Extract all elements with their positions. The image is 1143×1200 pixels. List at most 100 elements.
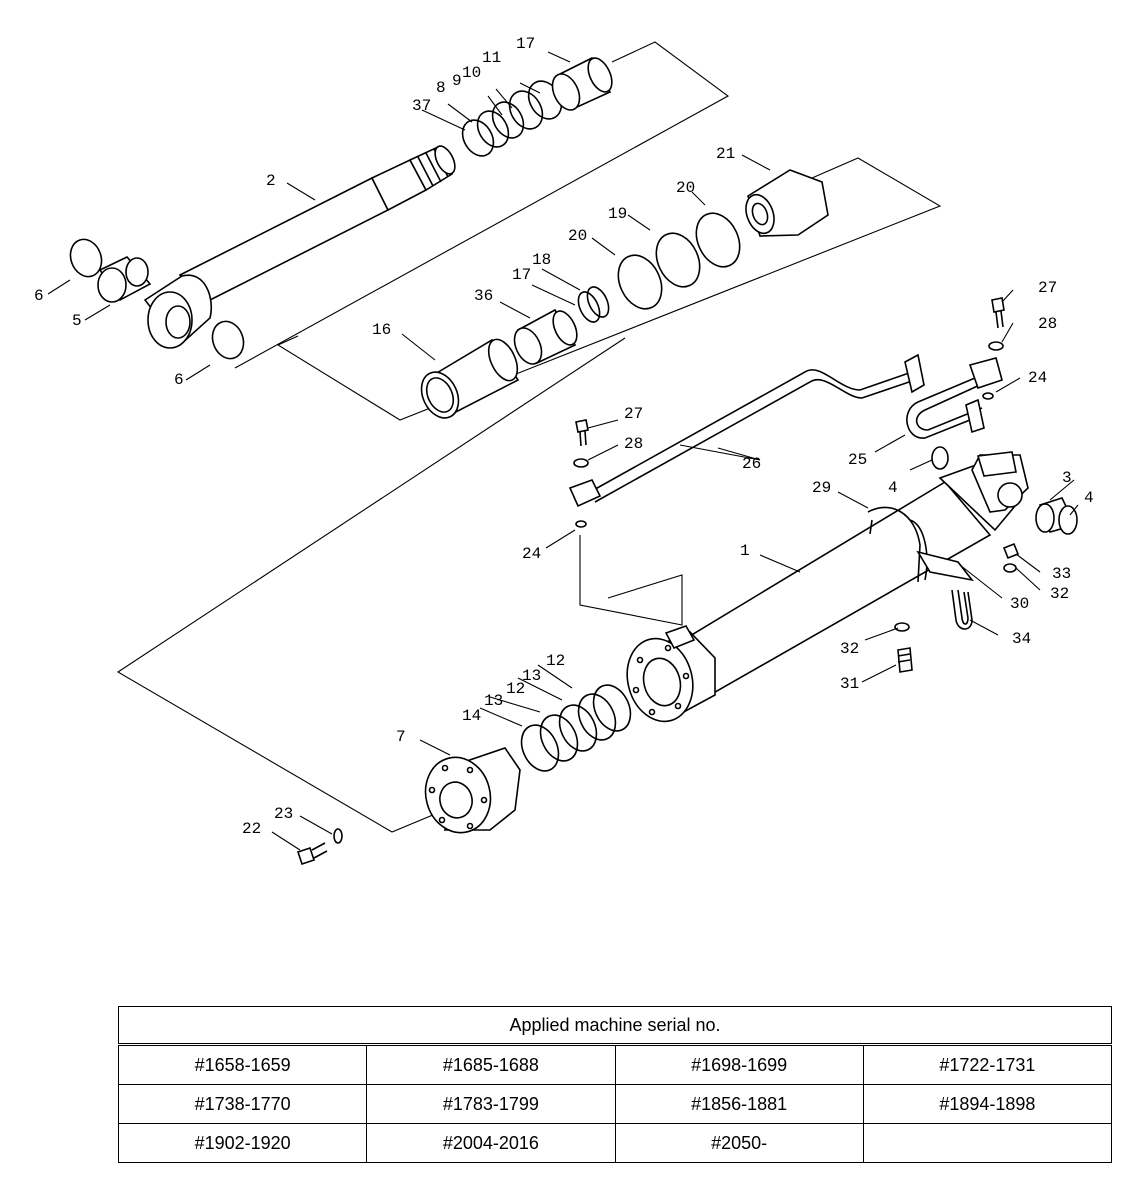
pipe-25-b — [915, 383, 983, 431]
table-header: Applied machine serial no. — [118, 1006, 1112, 1046]
bushing-5 — [97, 256, 152, 303]
callout-32-left: 32 — [840, 640, 859, 658]
flange-25-b — [965, 398, 985, 434]
table-cell: #1698-1699 — [614, 1044, 864, 1085]
table-cell: #1894-1898 — [862, 1084, 1113, 1124]
callout-31: 31 — [840, 675, 859, 693]
callout-9: 9 — [452, 72, 462, 90]
ring-14 — [520, 724, 560, 772]
callout-13-upper: 13 — [522, 667, 541, 685]
callout-24-lower: 24 — [522, 545, 541, 563]
table-cell: #2004-2016 — [366, 1123, 616, 1163]
seal-37 — [461, 119, 495, 157]
leader-lines — [47, 51, 1079, 851]
table-cell: #1658-1659 — [117, 1044, 368, 1085]
washer-32-left — [894, 622, 910, 632]
piston-nut-21 — [745, 169, 829, 237]
callout-23: 23 — [274, 805, 293, 823]
callout-3: 3 — [1062, 469, 1072, 487]
bolt-31 — [897, 647, 913, 673]
table-cell: #1722-1731 — [862, 1044, 1113, 1085]
seal-8 — [476, 110, 510, 148]
callout-10: 10 — [462, 64, 481, 82]
washer-28-upper — [988, 341, 1004, 351]
ring-20-b — [695, 212, 741, 268]
callout-12-lower: 12 — [506, 680, 525, 698]
callout-1: 1 — [740, 542, 750, 560]
seal-9 — [491, 101, 525, 139]
bushing-16 — [420, 338, 520, 419]
ubolt-34 — [951, 589, 973, 630]
flange-25 — [968, 357, 1003, 390]
ring-6-left — [69, 238, 103, 278]
callout-6-right: 6 — [174, 371, 184, 389]
callout-27-upper: 27 — [1038, 279, 1057, 297]
callout-4-left: 4 — [888, 479, 898, 497]
callout-28-upper: 28 — [1038, 315, 1057, 333]
callout-28-lower: 28 — [624, 435, 643, 453]
seal-10 — [508, 90, 544, 130]
callout-32-right: 32 — [1050, 585, 1069, 603]
callout-15: 17 — [516, 35, 535, 53]
table-cell: #2050- — [614, 1123, 864, 1163]
callout-26: 26 — [742, 455, 761, 473]
callout-19: 19 — [608, 205, 627, 223]
callout-17: 17 — [512, 266, 531, 284]
parts-diagram: 17 11 10 9 8 37 2 6 5 6 21 20 19 20 18 1… — [34, 35, 1094, 866]
callout-20-left: 20 — [568, 227, 587, 245]
callout-12-upper: 12 — [546, 652, 565, 670]
callout-13-lower: 13 — [484, 692, 503, 710]
table-row: #1658-1659 #1685-1688 #1698-1699 #1722-1… — [117, 1044, 1113, 1085]
callout-34: 34 — [1012, 630, 1031, 648]
flange-26 — [904, 353, 925, 394]
table-row: #1902-1920 #2004-2016 #2050- — [117, 1123, 1113, 1163]
washer-32-right — [1003, 563, 1017, 573]
callout-14: 14 — [462, 707, 481, 725]
ring-20-a — [617, 254, 663, 310]
head-cover-7 — [424, 747, 521, 834]
table-cell: #1738-1770 — [117, 1084, 368, 1124]
callout-27-lower: 27 — [624, 405, 643, 423]
callout-5: 5 — [72, 312, 82, 330]
ring-4-left — [931, 446, 949, 470]
serial-number-table: Applied machine serial no. #1658-1659 #1… — [117, 1006, 1113, 1163]
part-36 — [513, 308, 578, 365]
bolt-22 — [296, 842, 328, 866]
ring-13-b — [577, 693, 617, 741]
callout-29: 29 — [812, 479, 831, 497]
group-line-tube-port — [579, 535, 683, 626]
ring-17 — [577, 291, 601, 323]
table-row: #1738-1770 #1783-1799 #1856-1881 #1894-1… — [117, 1084, 1113, 1124]
group-line-tube-head — [116, 337, 626, 833]
callout-20-right: 20 — [676, 179, 695, 197]
ring-4-right — [1058, 505, 1078, 535]
bolt-27-upper — [991, 297, 1005, 329]
table-cell — [862, 1123, 1113, 1163]
ring-13-a — [539, 714, 579, 762]
pipe-25 — [906, 377, 976, 439]
nut-33 — [1002, 542, 1020, 560]
ring-12-b — [592, 684, 632, 732]
callout-36: 36 — [474, 287, 493, 305]
callout-6-left: 6 — [34, 287, 44, 305]
piston-rod — [143, 145, 456, 349]
oring-24-upper — [982, 392, 994, 400]
cylinder-tube — [626, 451, 1029, 723]
callout-30: 30 — [1010, 595, 1029, 613]
bushing-15 — [551, 56, 613, 111]
callout-4-right: 4 — [1084, 489, 1094, 507]
table-cell: #1856-1881 — [614, 1084, 864, 1124]
table-cell: #1783-1799 — [366, 1084, 616, 1124]
ring-6-right — [211, 320, 245, 360]
callout-33: 33 — [1052, 565, 1071, 583]
washer-23 — [333, 828, 343, 844]
ring-12-a — [558, 704, 598, 752]
callout-24-upper: 24 — [1028, 369, 1047, 387]
callout-7: 7 — [396, 728, 406, 746]
table-header-row: Applied machine serial no. — [118, 1006, 1112, 1046]
washer-28-lower — [573, 458, 589, 468]
ring-18 — [586, 286, 610, 318]
ring-19 — [655, 232, 701, 288]
group-line-piston-rod — [234, 41, 730, 369]
callout-8: 8 — [436, 79, 446, 97]
